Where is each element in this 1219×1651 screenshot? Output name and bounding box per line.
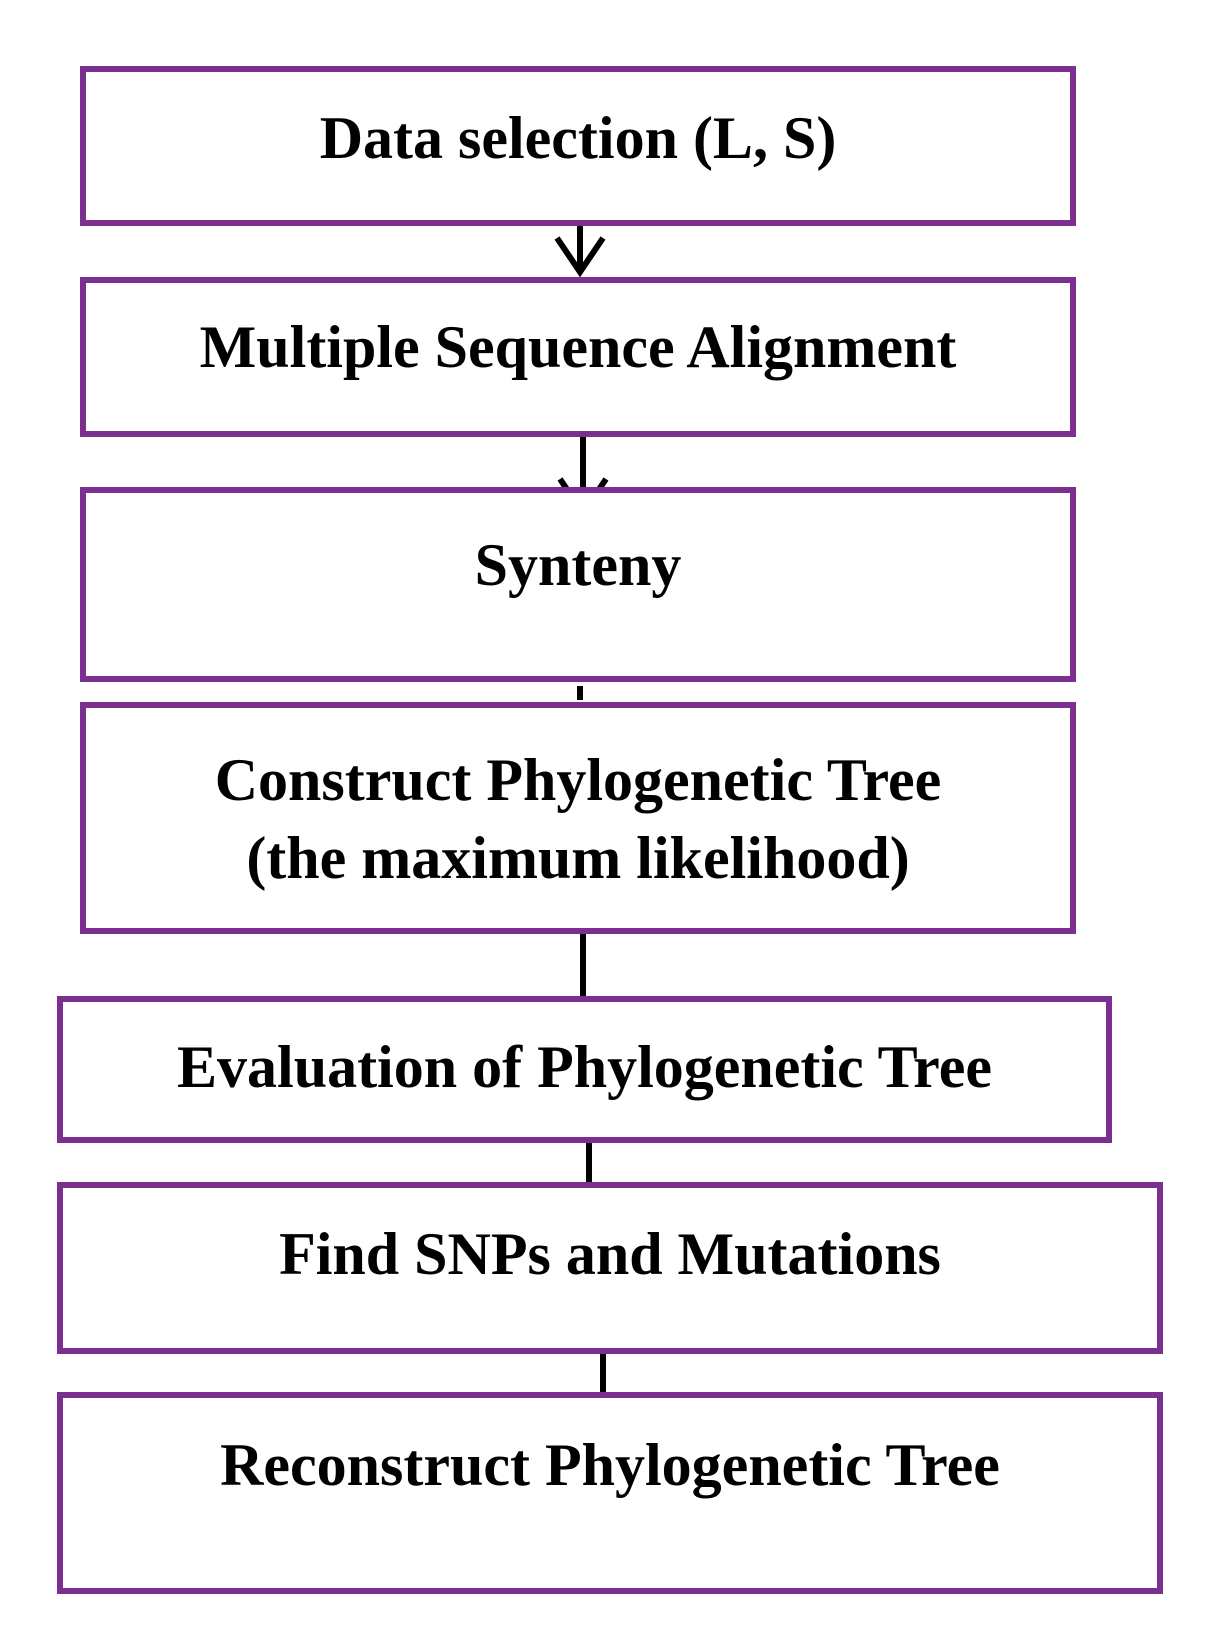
step-label-find-snps-and-mutations: Find SNPs and Mutations (279, 1221, 941, 1287)
step-box-data-selection: Data selection (L, S) (80, 66, 1076, 226)
step-label-maximum-likelihood: (the maximum likelihood) (246, 825, 910, 891)
step-label-data-selection: Data selection (L, S) (319, 105, 837, 171)
step-box-reconstruct-phylogenetic-tree: Reconstruct Phylogenetic Tree (57, 1392, 1163, 1594)
step-box-find-snps-and-mutations: Find SNPs and Mutations (57, 1182, 1163, 1354)
step-box-evaluation-of-phylogenetic-tree: Evaluation of Phylogenetic Tree (57, 996, 1112, 1143)
step-label-synteny: Synteny (474, 532, 682, 598)
step-label-multiple-sequence-alignment: Multiple Sequence Alignment (199, 314, 957, 380)
step-label-evaluation-of-phylogenetic-tree: Evaluation of Phylogenetic Tree (177, 1034, 992, 1100)
step-label-construct-phylogenetic-tree: Construct Phylogenetic Tree (214, 747, 942, 813)
step-box-synteny: Synteny (80, 487, 1076, 682)
step-box-construct-phylogenetic-tree: Construct Phylogenetic Tree (the maximum… (80, 702, 1076, 934)
step-box-multiple-sequence-alignment: Multiple Sequence Alignment (80, 277, 1076, 437)
step-label-reconstruct-phylogenetic-tree: Reconstruct Phylogenetic Tree (220, 1432, 1000, 1498)
